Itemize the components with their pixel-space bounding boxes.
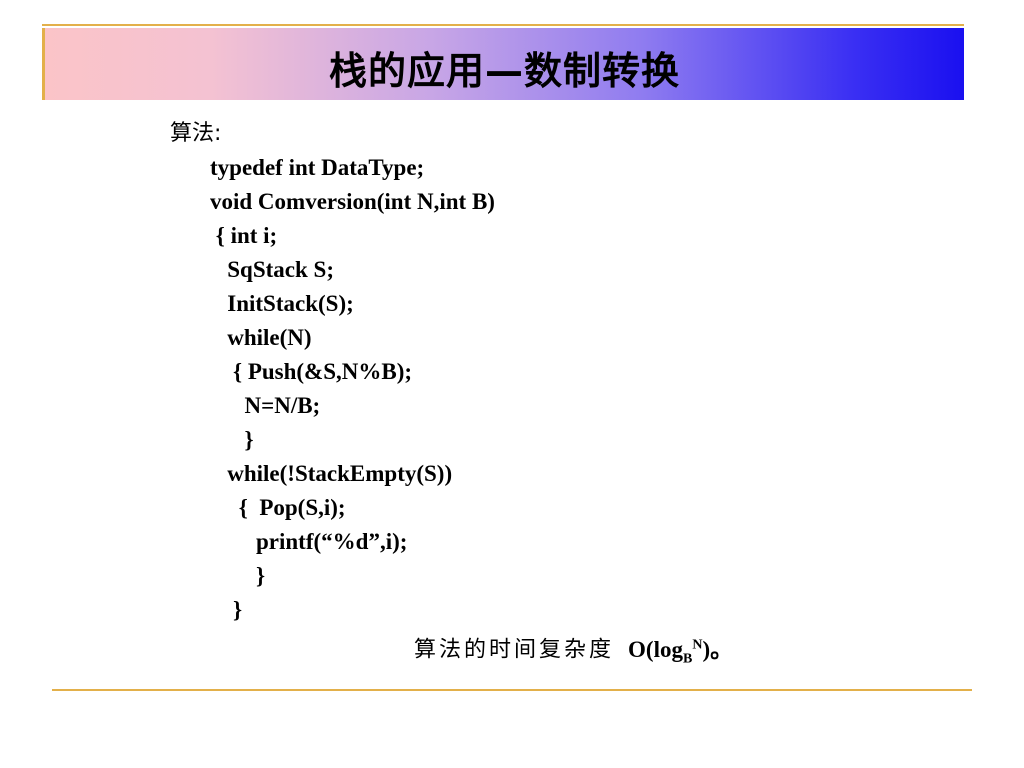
code-line: printf(“%d”,i); — [210, 529, 408, 554]
code-line: } — [210, 563, 266, 588]
code-line: } — [210, 597, 243, 622]
slide-title: 栈的应用—数制转换 — [328, 49, 680, 93]
algorithm-label: 算法: — [170, 121, 222, 146]
complexity-prefix: O(log — [628, 636, 683, 662]
code-line: { Pop(S,i); — [210, 495, 346, 520]
code-line: typedef int DataType; — [210, 155, 425, 180]
title-bar: 栈的应用—数制转换 — [42, 28, 964, 100]
code-line: InitStack(S); — [210, 291, 354, 316]
top-rule — [42, 24, 964, 26]
code-line: { int i; — [210, 223, 278, 248]
complexity-expression: O(logBN)。 — [628, 636, 734, 667]
code-line: while(N) — [210, 325, 312, 350]
bottom-rule — [52, 689, 972, 691]
complexity-exponent: N — [692, 637, 703, 652]
code-line: void Comversion(int N,int B) — [210, 189, 495, 214]
code-line: while(!StackEmpty(S)) — [210, 461, 453, 486]
complexity-suffix: )。 — [702, 636, 734, 662]
complexity-note: 算法的时间复杂度 O(logBN)。 — [414, 630, 733, 674]
code-line: { Push(&S,N%B); — [210, 359, 413, 384]
code-line: N=N/B; — [210, 393, 321, 418]
code-line: SqStack S; — [210, 257, 334, 282]
complexity-label: 算法的时间复杂度 — [414, 637, 615, 663]
complexity-base: B — [682, 651, 693, 667]
code-line: } — [210, 427, 254, 452]
